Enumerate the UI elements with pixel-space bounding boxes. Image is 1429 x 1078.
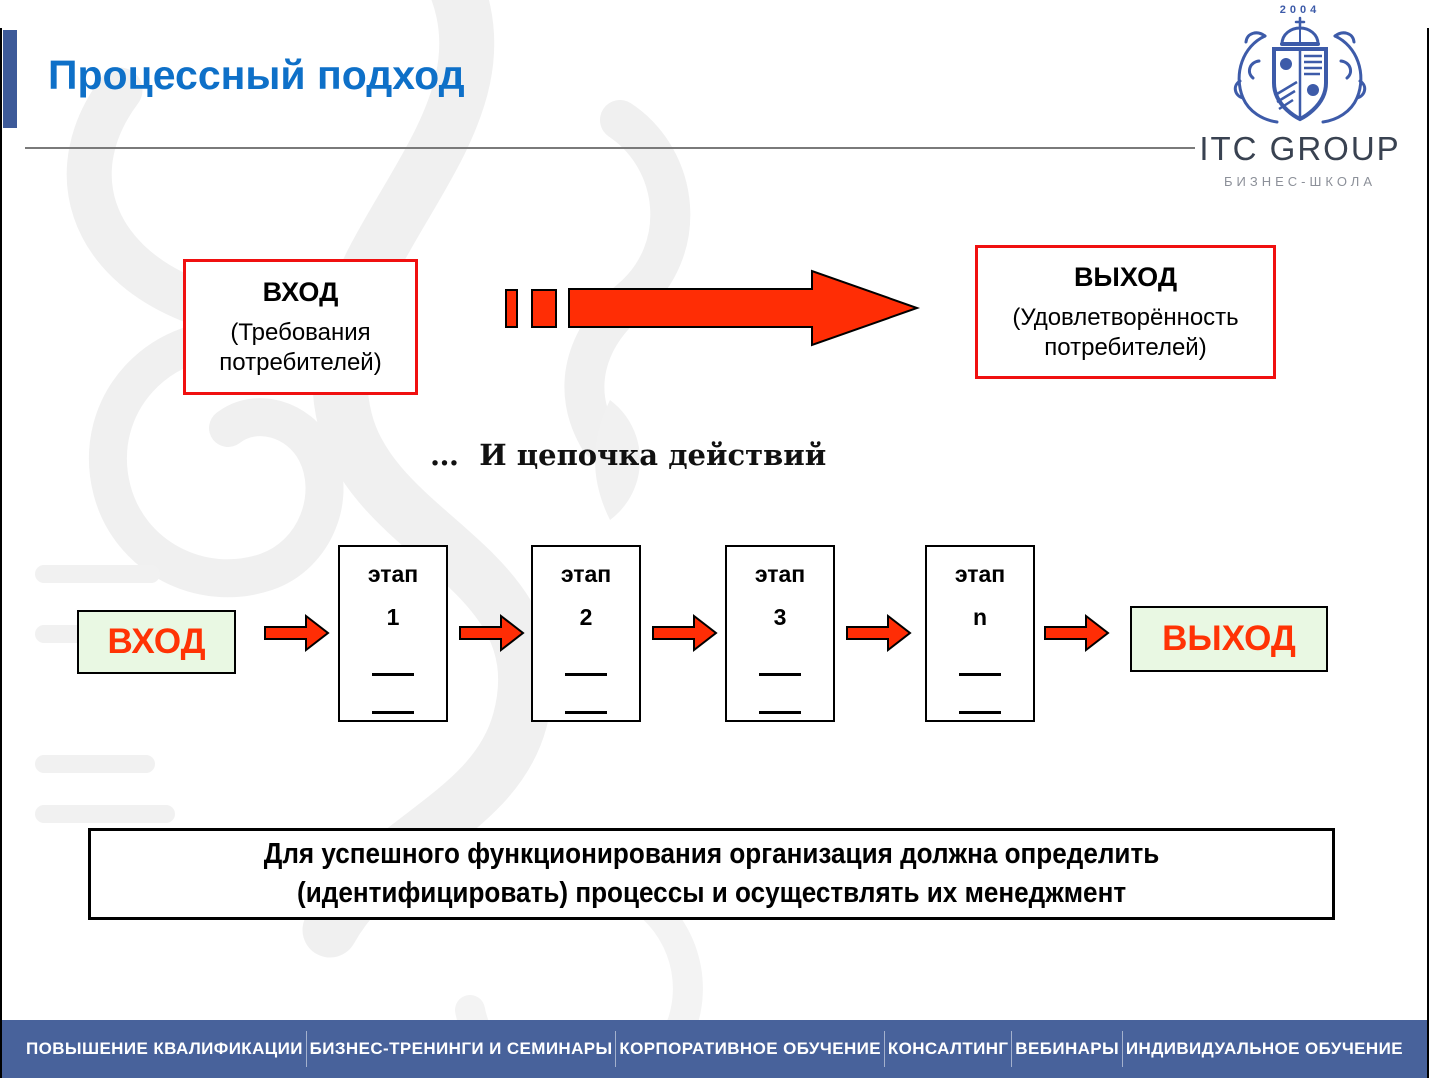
right-edge-line: [1427, 28, 1429, 1078]
itc-group-logo: 2004: [1195, 4, 1405, 189]
footer-bar: ПОВЫШЕНИЕ КВАЛИФИКАЦИИ БИЗНЕС-ТРЕНИНГИ И…: [0, 1020, 1429, 1078]
key-message-box: Для успешного функционирования организац…: [88, 828, 1335, 920]
footer-divider: [1122, 1031, 1123, 1067]
stage-blank-line: [565, 711, 607, 714]
page-title: Процессный подход: [48, 52, 465, 98]
arrow-dash-medium: [531, 289, 557, 328]
stage-box-1: этап 1: [338, 545, 448, 722]
key-message-line2: (идентифицировать) процессы и осуществля…: [296, 877, 1127, 909]
stage-blank-line: [959, 711, 1001, 714]
stage-blank-line: [372, 711, 414, 714]
chain-input-box: ВХОД: [77, 610, 236, 674]
chain-arrow-icon: [459, 613, 525, 653]
chain-arrow-icon: [264, 613, 330, 653]
title-accent-bar: [3, 30, 17, 128]
logo-name: ITC GROUP: [1199, 130, 1401, 167]
crest-icon: [1233, 16, 1367, 124]
stage-blank-line: [959, 673, 1001, 676]
stage-number: n: [972, 604, 988, 630]
input-box-title: ВХОД: [262, 276, 339, 307]
stage-blank-line: [759, 673, 801, 676]
arrow-dash-small: [505, 289, 518, 328]
footer-item-qualification: ПОВЫШЕНИЕ КВАЛИФИКАЦИИ: [26, 1039, 303, 1058]
output-box-subtitle: (Удовлетворённость потребителей): [1012, 303, 1239, 361]
chain-arrow-icon: [1044, 613, 1110, 653]
stage-number: 3: [773, 604, 787, 630]
chain-arrow-icon: [652, 613, 718, 653]
stage-label: этап: [560, 561, 612, 587]
logo-subtitle: БИЗНЕС-ШКОЛА: [1223, 174, 1376, 189]
stage-box-3: этап 3: [725, 545, 835, 722]
chain-output-box: ВЫХОД: [1130, 606, 1328, 672]
footer-item-individual: ИНДИВИДУАЛЬНОЕ ОБУЧЕНИЕ: [1125, 1039, 1403, 1058]
input-box-subtitle: (Требования потребителей): [219, 318, 382, 376]
stage-label: этап: [367, 561, 419, 587]
stage-label: этап: [954, 561, 1006, 587]
footer-divider: [615, 1031, 617, 1067]
stage-box-2: этап 2: [531, 545, 641, 722]
stage-label: этап: [754, 561, 806, 587]
footer-item-trainings: БИЗНЕС-ТРЕНИНГИ И СЕМИНАРЫ: [309, 1039, 613, 1058]
stage-blank-line: [759, 711, 801, 714]
input-requirements-box: ВХОД (Требования потребителей): [183, 259, 418, 395]
stage-number: 2: [579, 604, 593, 630]
left-edge-line: [0, 28, 2, 1078]
chain-caption: … И цепочка действий: [430, 438, 827, 472]
footer-divider: [305, 1031, 307, 1067]
stage-blank-line: [372, 673, 414, 676]
footer-item-webinars: ВЕБИНАРЫ: [1015, 1039, 1120, 1058]
footer-item-corporate: КОРПОРАТИВНОЕ ОБУЧЕНИЕ: [619, 1039, 881, 1058]
stage-blank-line: [565, 673, 607, 676]
header-divider: [25, 147, 1195, 149]
footer-divider: [883, 1031, 885, 1067]
stage-box-n: этап n: [925, 545, 1035, 722]
output-satisfaction-box: ВЫХОД (Удовлетворённость потребителей): [975, 245, 1276, 379]
logo-year: 2004: [1279, 4, 1321, 16]
output-box-title: ВЫХОД: [1073, 261, 1178, 292]
footer-item-consulting: КОНСАЛТИНГ: [887, 1039, 1009, 1058]
stage-number: 1: [386, 604, 400, 630]
key-message-line1: Для успешного функционирования организац…: [263, 837, 1160, 870]
big-right-arrow-icon: [568, 269, 920, 347]
chain-arrow-icon: [846, 613, 912, 653]
footer-divider: [1011, 1031, 1013, 1067]
